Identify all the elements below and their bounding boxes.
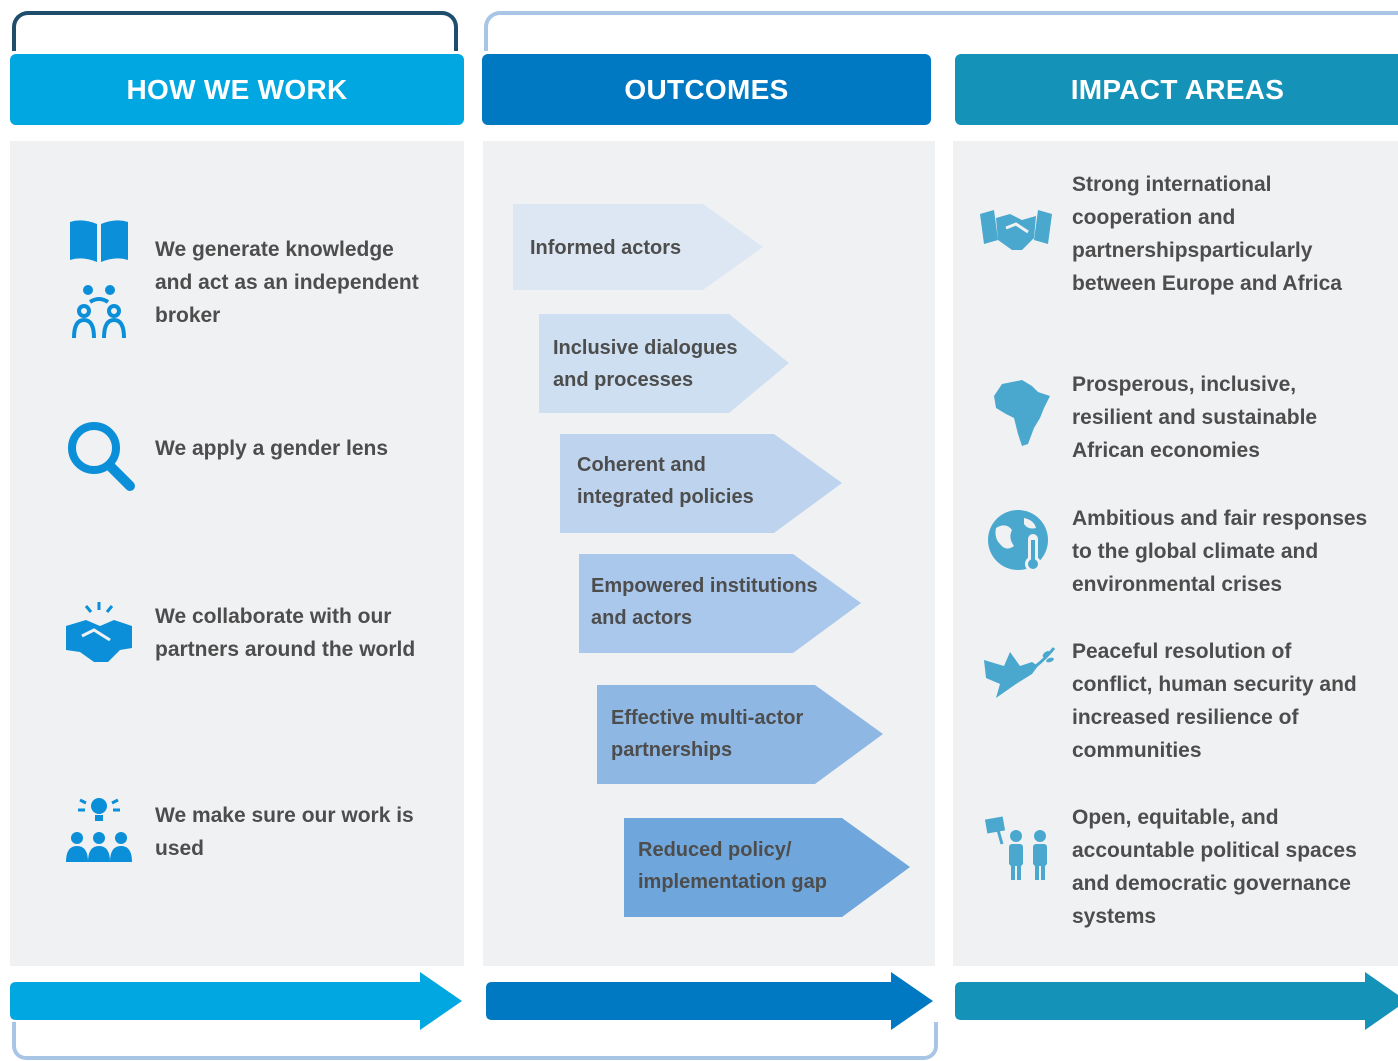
- outcome-arrow-1: Informed actors: [513, 204, 763, 290]
- handshake-icon: [980, 210, 1052, 257]
- outcome-3-line2: integrated policies: [577, 486, 754, 508]
- how-item-3-text: We collaborate with our partners around …: [155, 605, 416, 661]
- outcome-1-line1: Informed actors: [530, 237, 682, 259]
- outcome-6-line2: implementation gap: [638, 871, 827, 893]
- top-bracket-right: [484, 11, 1398, 51]
- outcome-arrow-2: Inclusive dialogues and processes: [539, 314, 789, 413]
- how-item-1-text: We generate knowledge and act as an inde…: [155, 238, 419, 327]
- protest-people-icon: [984, 816, 1054, 887]
- header-impact-areas: IMPACT AREAS: [955, 54, 1398, 125]
- outcome-6-line1: Reduced policy/: [638, 839, 792, 861]
- outcome-2-line1: Inclusive dialogues: [553, 337, 738, 359]
- dove-icon: [980, 644, 1056, 705]
- header-how-we-work: HOW WE WORK: [10, 54, 464, 125]
- impact-item-3-text: Ambitious and fair responses to the glob…: [1072, 507, 1368, 596]
- lightbulb-people-icon: [64, 794, 134, 871]
- flow-arrow-outcomes: [486, 972, 936, 1035]
- outcome-5-line2: partnerships: [611, 739, 733, 761]
- impact-item-4-text: Peaceful resolution of conflict, human s…: [1072, 640, 1357, 762]
- impact-item-5-text: Open, equitable, and accountable politic…: [1072, 806, 1357, 928]
- flow-arrow-how-we-work: [10, 972, 465, 1035]
- book-icon: [68, 218, 130, 269]
- outcome-arrow-4: Empowered institutions and actors: [579, 554, 861, 653]
- outcome-4-line2: and actors: [591, 607, 693, 629]
- outcome-3-line1: Coherent and: [577, 454, 706, 476]
- impact-item-1-text: Strong international cooperation and par…: [1072, 173, 1342, 295]
- impact-item-2-text: Prosperous, inclusive, resilient and sus…: [1072, 373, 1318, 462]
- outcome-5-line1: Effective multi-actor: [611, 707, 804, 729]
- how-item-4-text: We make sure our work is used: [155, 804, 414, 860]
- how-item-2-text: We apply a gender lens: [155, 437, 389, 460]
- outcome-arrow-5: Effective multi-actor partnerships: [597, 685, 883, 784]
- outcome-2-line2: and processes: [553, 369, 694, 391]
- bottom-bracket: [12, 1022, 938, 1060]
- africa-map-icon: [992, 378, 1052, 453]
- panel-how-we-work: [10, 141, 464, 966]
- outcome-4-line1: Empowered institutions: [591, 575, 818, 597]
- globe-thermometer-icon: [986, 508, 1052, 579]
- top-bracket-left: [12, 11, 458, 51]
- flow-arrow-impact-areas: [955, 972, 1398, 1035]
- outcome-arrow-3: Coherent and integrated policies: [560, 434, 842, 533]
- handshake-icon: [64, 600, 134, 669]
- magnifier-icon: [66, 420, 138, 499]
- header-outcomes: OUTCOMES: [482, 54, 931, 125]
- outcome-arrow-6: Reduced policy/ implementation gap: [624, 818, 910, 917]
- people-group-icon: [70, 284, 128, 345]
